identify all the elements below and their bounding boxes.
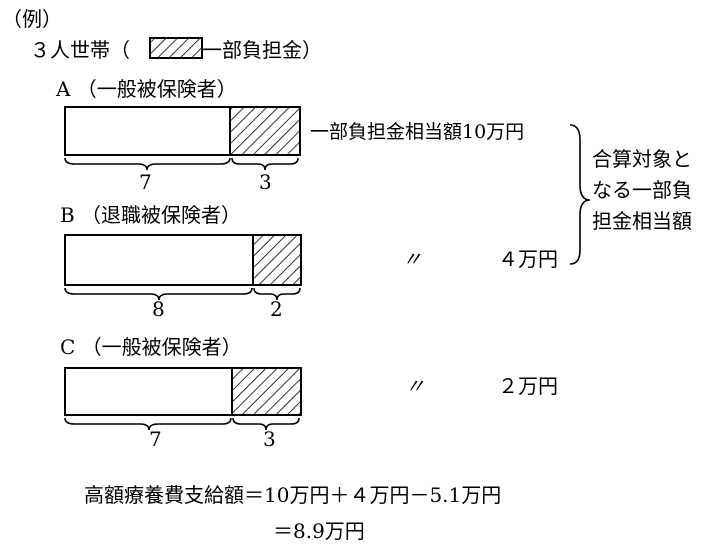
household-legend-suffix: 一部負担金）	[202, 38, 322, 62]
row-a-brace-white	[64, 157, 231, 171]
row-a-share-note: 一部負担金相当額10万円	[310, 121, 524, 143]
row-c-white-value: 7	[149, 427, 162, 451]
row-c-bar-hatch	[231, 367, 302, 416]
household-prefix: ３人世帯（	[30, 38, 130, 62]
row-a-hatch-value: 3	[259, 170, 272, 194]
aggregate-note-line-3: 担金相当額	[592, 209, 692, 233]
row-c-brace-hatch	[232, 417, 300, 431]
example-label: （例）	[2, 7, 62, 31]
row-a-label: A （一般被保険者）	[55, 77, 237, 101]
row-c-bar-white	[64, 367, 233, 416]
aggregate-brace	[569, 124, 591, 265]
row-a-brace-hatch	[231, 157, 299, 171]
row-b-label: B （退職被保険者）	[60, 203, 241, 227]
row-b-share-amount: ４万円	[498, 247, 558, 271]
row-c-share-amount: ２万円	[498, 374, 558, 398]
row-b-brace-white	[64, 287, 253, 301]
row-b-hatch-value: 2	[270, 297, 283, 321]
row-c-ditto: 〃	[405, 374, 425, 398]
row-b-brace-hatch	[253, 287, 301, 301]
row-b-ditto: 〃	[402, 247, 422, 271]
legend-hatch-swatch	[149, 37, 203, 59]
aggregate-note-line-2: なる一部負	[592, 178, 692, 202]
row-a-bar-white	[64, 106, 231, 156]
row-b-bar-white	[64, 234, 254, 286]
row-c-brace-white	[64, 417, 232, 431]
aggregate-note-line-1: 合算対象と	[592, 147, 692, 171]
row-a-bar-hatch	[229, 106, 301, 156]
formula-line-2: ＝8.9万円	[273, 519, 365, 543]
row-c-hatch-value: 3	[263, 427, 276, 451]
row-b-bar-hatch	[252, 234, 302, 286]
formula-line-1: 高額療養費支給額＝10万円＋４万円－5.1万円	[84, 483, 501, 507]
row-c-label: C （一般被保険者）	[60, 335, 242, 359]
row-b-white-value: 8	[152, 297, 165, 321]
row-a-white-value: 7	[139, 170, 152, 194]
